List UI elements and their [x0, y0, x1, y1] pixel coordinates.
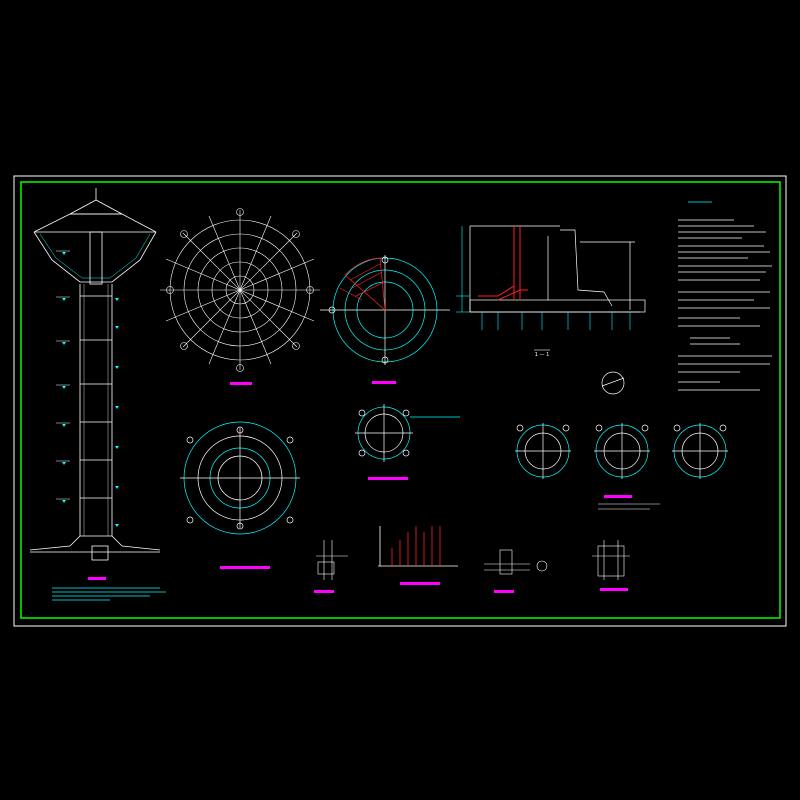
shaft-plan [180, 421, 300, 535]
ring-plan-2 [594, 423, 650, 479]
svg-text:1 — 1: 1 — 1 [535, 352, 550, 358]
north-symbol [601, 371, 625, 395]
tower-elevation [29, 188, 161, 561]
section-1-1 [469, 225, 646, 313]
shaft-plan-title [220, 566, 270, 569]
detail-node-b [484, 549, 548, 575]
design-notes [678, 201, 772, 391]
roof-plan [160, 210, 320, 370]
section-mark: 1 — 1 [534, 349, 550, 358]
elevation-title-label [88, 577, 106, 580]
ring-plan-3 [672, 423, 728, 479]
drawing-frame [20, 181, 781, 619]
roof-plan-title [230, 382, 252, 385]
detail-node-c [592, 540, 630, 580]
sheet-border [13, 175, 787, 627]
ring-detail [355, 404, 460, 462]
elevation-leaders [56, 250, 70, 500]
elevation-notes [52, 587, 166, 601]
roof-plan-axis-bubbles [166, 208, 314, 372]
detail-a-title [314, 590, 334, 593]
ring-plans-notes [598, 503, 660, 510]
ring-detail-title [368, 477, 408, 480]
elevation-marks [62, 252, 119, 527]
ring-plan-1 [515, 423, 571, 479]
tank-rebar-plan [320, 255, 450, 365]
detail-c-title [600, 588, 628, 591]
rebar-detail [378, 526, 458, 567]
tank-rebar-title [372, 381, 396, 384]
rebar-detail-title [400, 582, 440, 585]
ring-plans-title [604, 495, 632, 498]
detail-node-a [316, 540, 348, 580]
section-1-1-piles [456, 226, 631, 330]
section-1-1-rebar [478, 226, 528, 301]
detail-b-title [494, 590, 514, 593]
